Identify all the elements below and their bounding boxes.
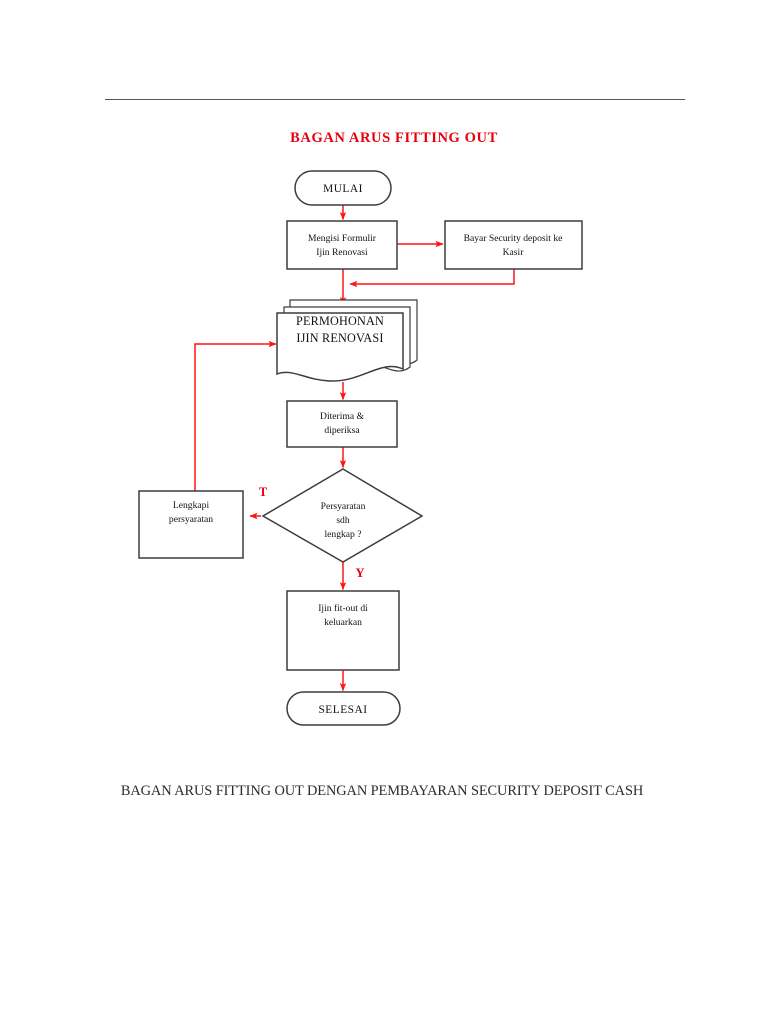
header-divider (105, 99, 685, 100)
issue-label-line1: Ijin fit-out di (318, 603, 368, 614)
complete-label-line1: Lengkapi (173, 500, 210, 511)
review-process-shape (286, 400, 398, 448)
node-docs[interactable]: PERMOHONAN IJIN RENOVASI (276, 299, 418, 382)
node-form[interactable]: Mengisi Formulir Ijin Renovasi (286, 220, 398, 270)
figure-caption: BAGAN ARUS FITTING OUT DENGAN PEMBAYARAN… (0, 783, 768, 800)
decision-label-line3: lengkap ? (324, 529, 361, 540)
node-end[interactable]: SELESAI (286, 691, 401, 726)
review-label-line1: Diterima & (320, 411, 364, 422)
end-terminator-shape (286, 691, 401, 726)
review-label-line2: diperiksa (324, 425, 360, 436)
edge-pay-to-docs (349, 269, 515, 288)
connector-layer (194, 205, 515, 692)
page-title-text: BAGAN ARUS FITTING OUT (290, 130, 498, 146)
form-label-line2: Ijin Renovasi (316, 247, 368, 258)
decision-label-line2: sdh (336, 515, 350, 526)
issue-process-shape (286, 590, 400, 671)
complete-process-shape (138, 490, 244, 559)
docs-label-line1: PERMOHONAN (296, 314, 384, 328)
page-title: BAGAN ARUS FITTING OUT (0, 130, 768, 147)
start-terminator-shape (294, 170, 392, 206)
figure-caption-text: BAGAN ARUS FITTING OUT DENGAN PEMBAYARAN… (120, 783, 644, 799)
start-label: MULAI (323, 183, 363, 195)
issue-label-line2: keluarkan (324, 617, 362, 628)
complete-label-line2: persyaratan (169, 514, 213, 525)
node-review[interactable]: Diterima & diperiksa (286, 400, 398, 448)
end-label: SELESAI (318, 704, 367, 716)
node-pay[interactable]: Bayar Security deposit ke Kasir (444, 220, 583, 270)
decision-label-line1: Persyaratan (321, 501, 366, 512)
docs-front-sheet (276, 312, 404, 382)
form-process-shape (286, 220, 398, 270)
form-label-line1: Mengisi Formulir (308, 233, 377, 244)
pay-process-shape (444, 220, 583, 270)
pay-label-line1: Bayar Security deposit ke (464, 233, 563, 244)
branch-label-yes: Y (355, 566, 364, 580)
edge-complete-to-docs (194, 340, 277, 491)
pay-label-line2: Kasir (503, 247, 525, 258)
node-start[interactable]: MULAI (294, 170, 392, 206)
decision-diamond-shape (261, 468, 424, 563)
node-decision[interactable]: Persyaratan sdh lengkap ? (261, 468, 424, 563)
docs-label-line2: IJIN RENOVASI (296, 331, 383, 345)
branch-label-no: T (259, 485, 268, 499)
node-complete[interactable]: Lengkapi persyaratan (138, 490, 244, 559)
node-issue[interactable]: Ijin fit-out di keluarkan (286, 590, 400, 671)
